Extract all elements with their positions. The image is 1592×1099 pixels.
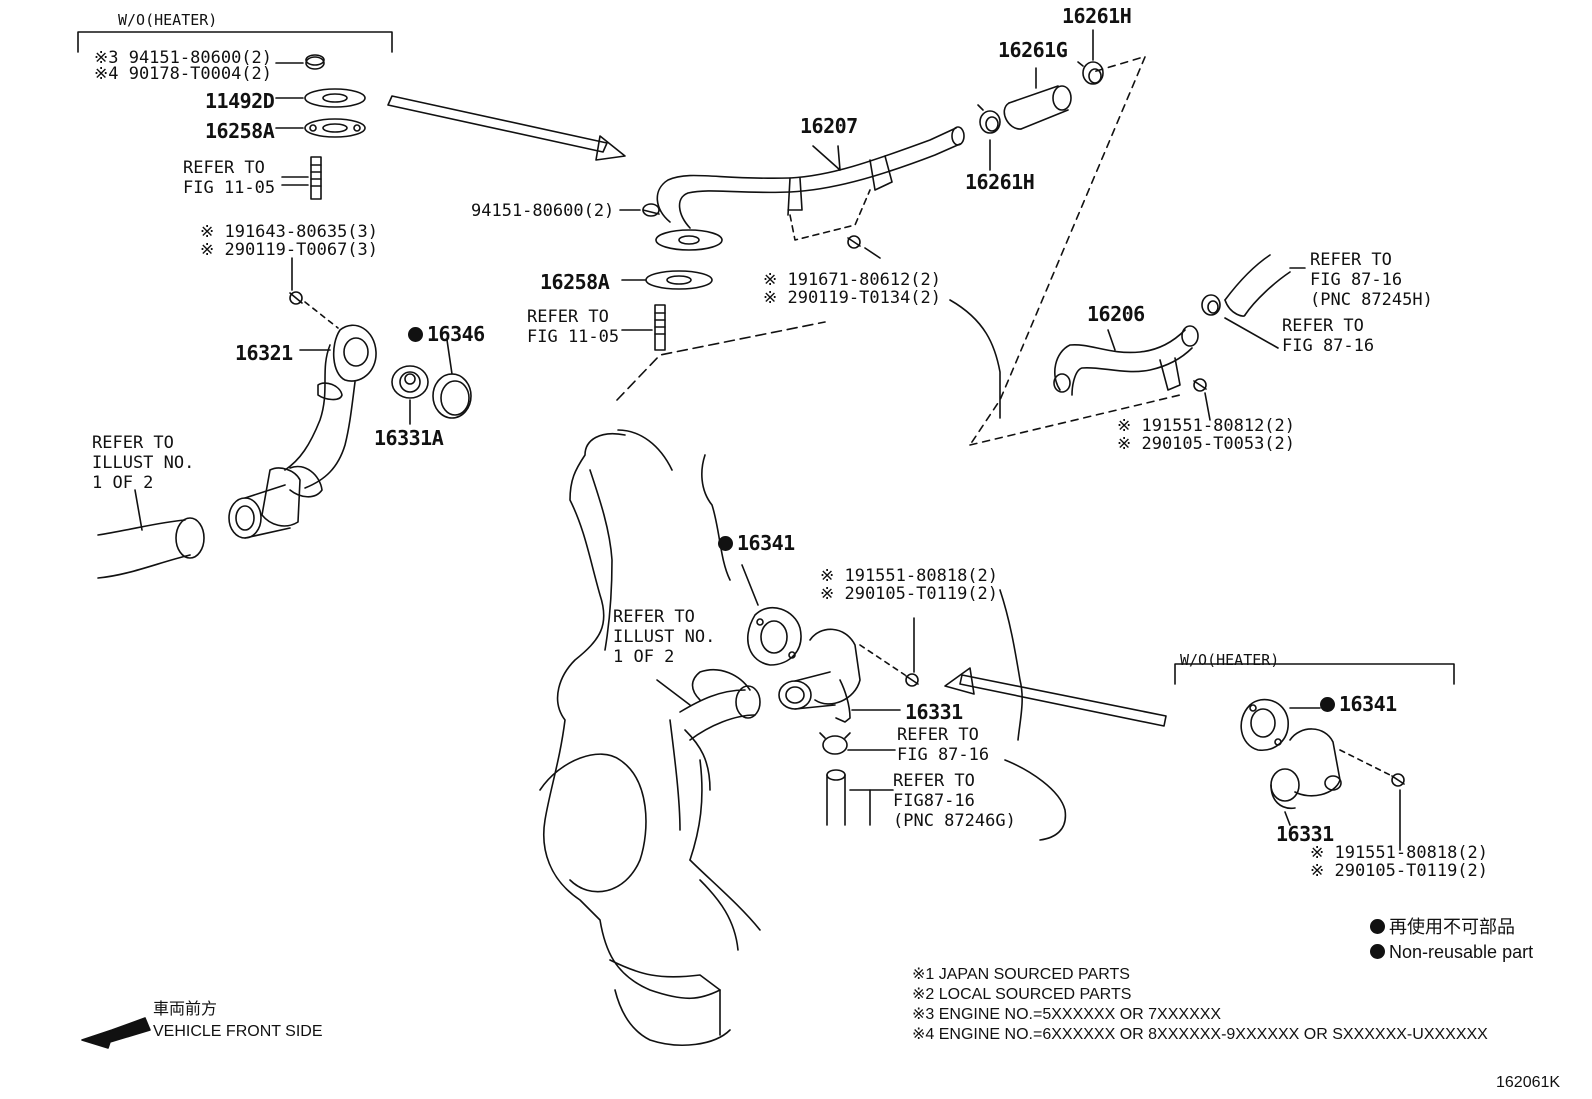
part-number-16346-text: 16346 [427,322,485,346]
gasket-16258a-icon [305,119,365,137]
engine-outline [540,300,1065,1045]
refer-fig-87-16-center-a: REFER TO FIG 87-16 [897,725,990,765]
legend-non-reusable-jp: 再使用不可部品 [1370,917,1515,937]
gasket-16258a-center-icon [646,271,712,289]
note-engine-no-3: ※3 ENGINE NO.=5XXXXXX OR 7XXXXXX [912,1006,1222,1023]
refer-fig-87-16-right: REFER TO FIG 87-16 [1282,316,1375,356]
part-number-16261h-top: 16261H [1062,4,1132,28]
part-line-94151: ※3 94151-80600(2) [94,48,273,68]
bolt-part-line-5: ※ 191551-80812(2) [1117,416,1296,436]
refer-fig-11-05-center: REFER TO FIG 11-05 [527,307,620,347]
part-number-16331-center: 16331 [905,700,963,724]
vehicle-front-en: VEHICLE FRONT SIDE [153,1023,323,1040]
non-reusable-dot-icon [718,536,733,551]
part-number-16258a-center: 16258A [540,270,610,294]
bolt-icon-b [848,236,860,248]
bolt-icon-d [906,674,918,686]
refer-fig-11-05-left: REFER TO FIG 11-05 [183,158,276,198]
gasket-16341-center-icon [748,608,801,665]
part-number-16341-right: 16341 [1320,692,1397,716]
bolt-part-line-8: ※ 290105-T0119(2) [820,584,999,604]
legend-non-reusable-en: Non-reusable part [1370,942,1533,962]
hose-16261g-icon [1004,86,1071,129]
gasket-16346-icon [433,374,471,418]
part-number-16207: 16207 [800,114,858,138]
part-number-16206: 16206 [1087,302,1145,326]
refer-fig-87-16-pnc-87245h: REFER TO FIG 87-16 (PNC 87245H) [1310,250,1433,310]
wo-heater-label-top: W/O(HEATER) [118,11,218,29]
part-number-16331-right: 16331 [1276,822,1334,846]
bolt-part-line-1: ※ 191643-80635(3) [200,222,379,242]
part-number-16258a-left: 16258A [205,119,275,143]
bolt-part-line-2: ※ 290119-T0067(3) [200,240,379,260]
hose-clamp-16261h-upper-icon [1078,62,1103,84]
vehicle-front-jp: 車両前方 [153,1001,218,1018]
refer-fig-87-16-center-b: REFER TO FIG87-16 (PNC 87246G) [893,771,1016,831]
bolt-part-line-3: ※ 191671-80612(2) [763,270,942,290]
part-number-16341-center-text: 16341 [737,531,795,555]
gasket-16341-right-icon [1241,700,1288,751]
legend-dot-icon [1370,944,1385,959]
hose-clamp-right-icon [1202,295,1220,315]
legend-non-reusable-en-text: Non-reusable part [1389,942,1534,962]
clamp-below-icon [820,733,850,754]
part-number-16261h-bottom: 16261H [965,170,1035,194]
part-number-11492d: 11492D [205,89,275,113]
gasket-11492d-icon [305,89,365,107]
direction-arrow-middle [944,667,1167,727]
non-reusable-dot-icon [408,327,423,342]
hose-clamp-16261h-lower-icon [978,105,1000,133]
note-japan-sourced: ※1 JAPAN SOURCED PARTS [912,966,1130,983]
thermostat-16331a-icon [392,366,428,398]
bolt-icon-a [290,292,302,304]
bolt-part-line-9: ※ 191551-80818(2) [1310,843,1489,863]
hose-right-top-icon [1225,255,1290,316]
bolt-icon-e [1392,774,1404,786]
figure-id: 162061K [1496,1074,1561,1091]
part-number-16341-right-text: 16341 [1339,692,1397,716]
bolt-part-line-10: ※ 290105-T0119(2) [1310,861,1489,881]
nut-icon [306,55,324,69]
part-line-90178: ※4 90178-T0004(2) [94,64,273,84]
hose-center-icon [670,686,760,860]
wo-heater-label-right: W/O(HEATER) [1180,651,1280,669]
hose-below-icon [827,770,845,825]
wo-heater-bracket-top [78,32,392,52]
refer-illust-left: REFER TO ILLUST NO. 1 OF 2 [92,433,195,493]
water-outlet-16331-right-icon [1271,729,1341,808]
water-outlet-16331-center-icon [779,629,860,722]
note-local-sourced: ※2 LOCAL SOURCED PARTS [912,986,1132,1003]
bolt-part-line-7: ※ 191551-80818(2) [820,566,999,586]
direction-arrow-top [387,95,626,161]
part-line-94151-center: 94151-80600(2) [471,201,615,221]
part-number-16341-center: 16341 [718,531,795,555]
bolt-part-line-4: ※ 290119-T0134(2) [763,288,942,308]
part-number-16321: 16321 [235,341,293,365]
part-number-16261g: 16261G [998,38,1068,62]
stud-icon-a [311,157,321,199]
water-bypass-pipe-16207-icon [656,127,964,250]
note-engine-no-4: ※4 ENGINE NO.=6XXXXXX OR 8XXXXXX-9XXXXXX… [912,1026,1488,1043]
water-pipe-16206-icon [1054,326,1198,395]
stud-icon-b [655,305,665,350]
bolt-icon-c [1194,379,1206,391]
refer-illust-center: REFER TO ILLUST NO. 1 OF 2 [613,607,716,667]
water-inlet-pipe-16321-icon [229,325,376,538]
wo-heater-bracket-right [1175,664,1454,684]
legend-non-reusable-jp-text: 再使用不可部品 [1389,917,1515,937]
hose-left-icon [98,518,204,578]
part-number-16346: 16346 [408,322,485,346]
non-reusable-dot-icon [1320,697,1335,712]
vehicle-front-arrow-icon [81,1017,151,1049]
part-number-16331a: 16331A [374,426,444,450]
legend-dot-icon [1370,919,1385,934]
bolt-part-line-6: ※ 290105-T0053(2) [1117,434,1296,454]
nut-icon-center [643,204,659,216]
